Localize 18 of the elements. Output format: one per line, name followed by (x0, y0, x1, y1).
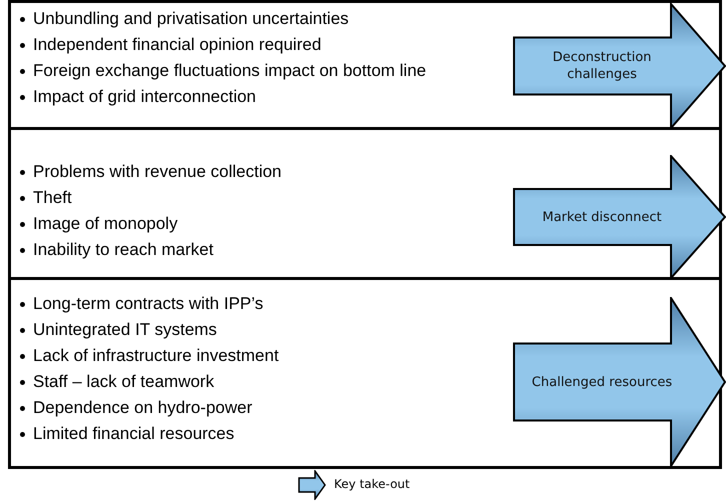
bullet-item: Unbundling and privatisation uncertainties (33, 9, 349, 29)
bullet-item: Impact of grid interconnection (33, 87, 256, 107)
arrow-label: Deconstruction challenges (552, 49, 652, 83)
legend-text: Key take-out (334, 477, 410, 491)
arrow-label: Market disconnect (541, 208, 663, 226)
bullet-item: Inability to reach market (33, 240, 214, 260)
bullet-item: Problems with revenue collection (33, 162, 282, 182)
bullet-item: Unintegrated IT systems (33, 320, 217, 340)
bullet-item: Limited financial resources (33, 424, 234, 444)
bullet-item: Staff – lack of teamwork (33, 372, 214, 392)
bullet-item: Foreign exchange fluctuations impact on bottom line (33, 61, 426, 81)
bullet-item: Long-term contracts with IPP’s (33, 294, 264, 314)
arrow-label: Challenged resources (530, 374, 674, 392)
bullet-item: Theft (33, 188, 72, 208)
bullet-item: Independent financial opinion required (33, 35, 322, 55)
bullet-item: Image of monopoly (33, 214, 178, 234)
bullet-item: Lack of infrastructure investment (33, 346, 279, 366)
bullet-item: Dependence on hydro-power (33, 398, 252, 418)
